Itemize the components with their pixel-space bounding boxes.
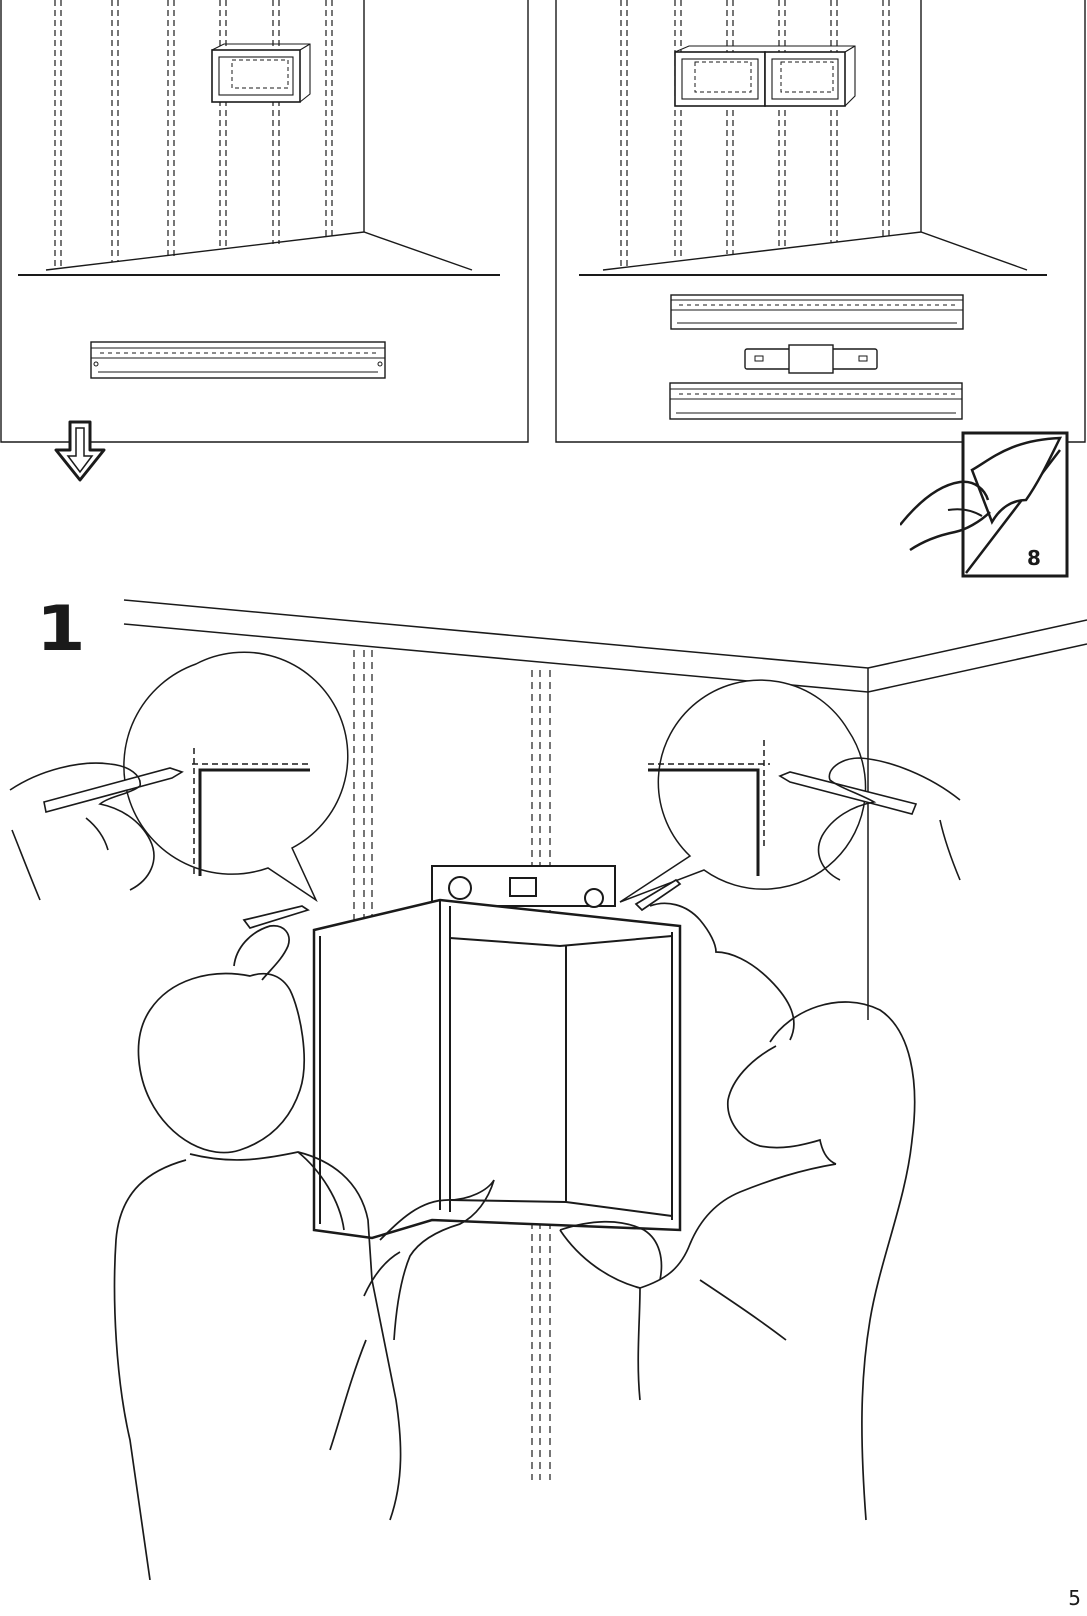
connector [745,345,877,373]
page-turn-hand-icon [900,430,1080,580]
down-arrow-icon [52,420,108,484]
step-1-illustration [0,580,1087,1580]
turn-page-number: 8 [1027,546,1041,570]
panel-single-cabinet-option [0,0,530,445]
page-number: 5 [1068,1586,1081,1610]
long-rail [670,383,962,419]
panel-double-cabinet-option [555,0,1087,445]
long-rail [91,342,385,378]
long-rail [671,295,963,329]
